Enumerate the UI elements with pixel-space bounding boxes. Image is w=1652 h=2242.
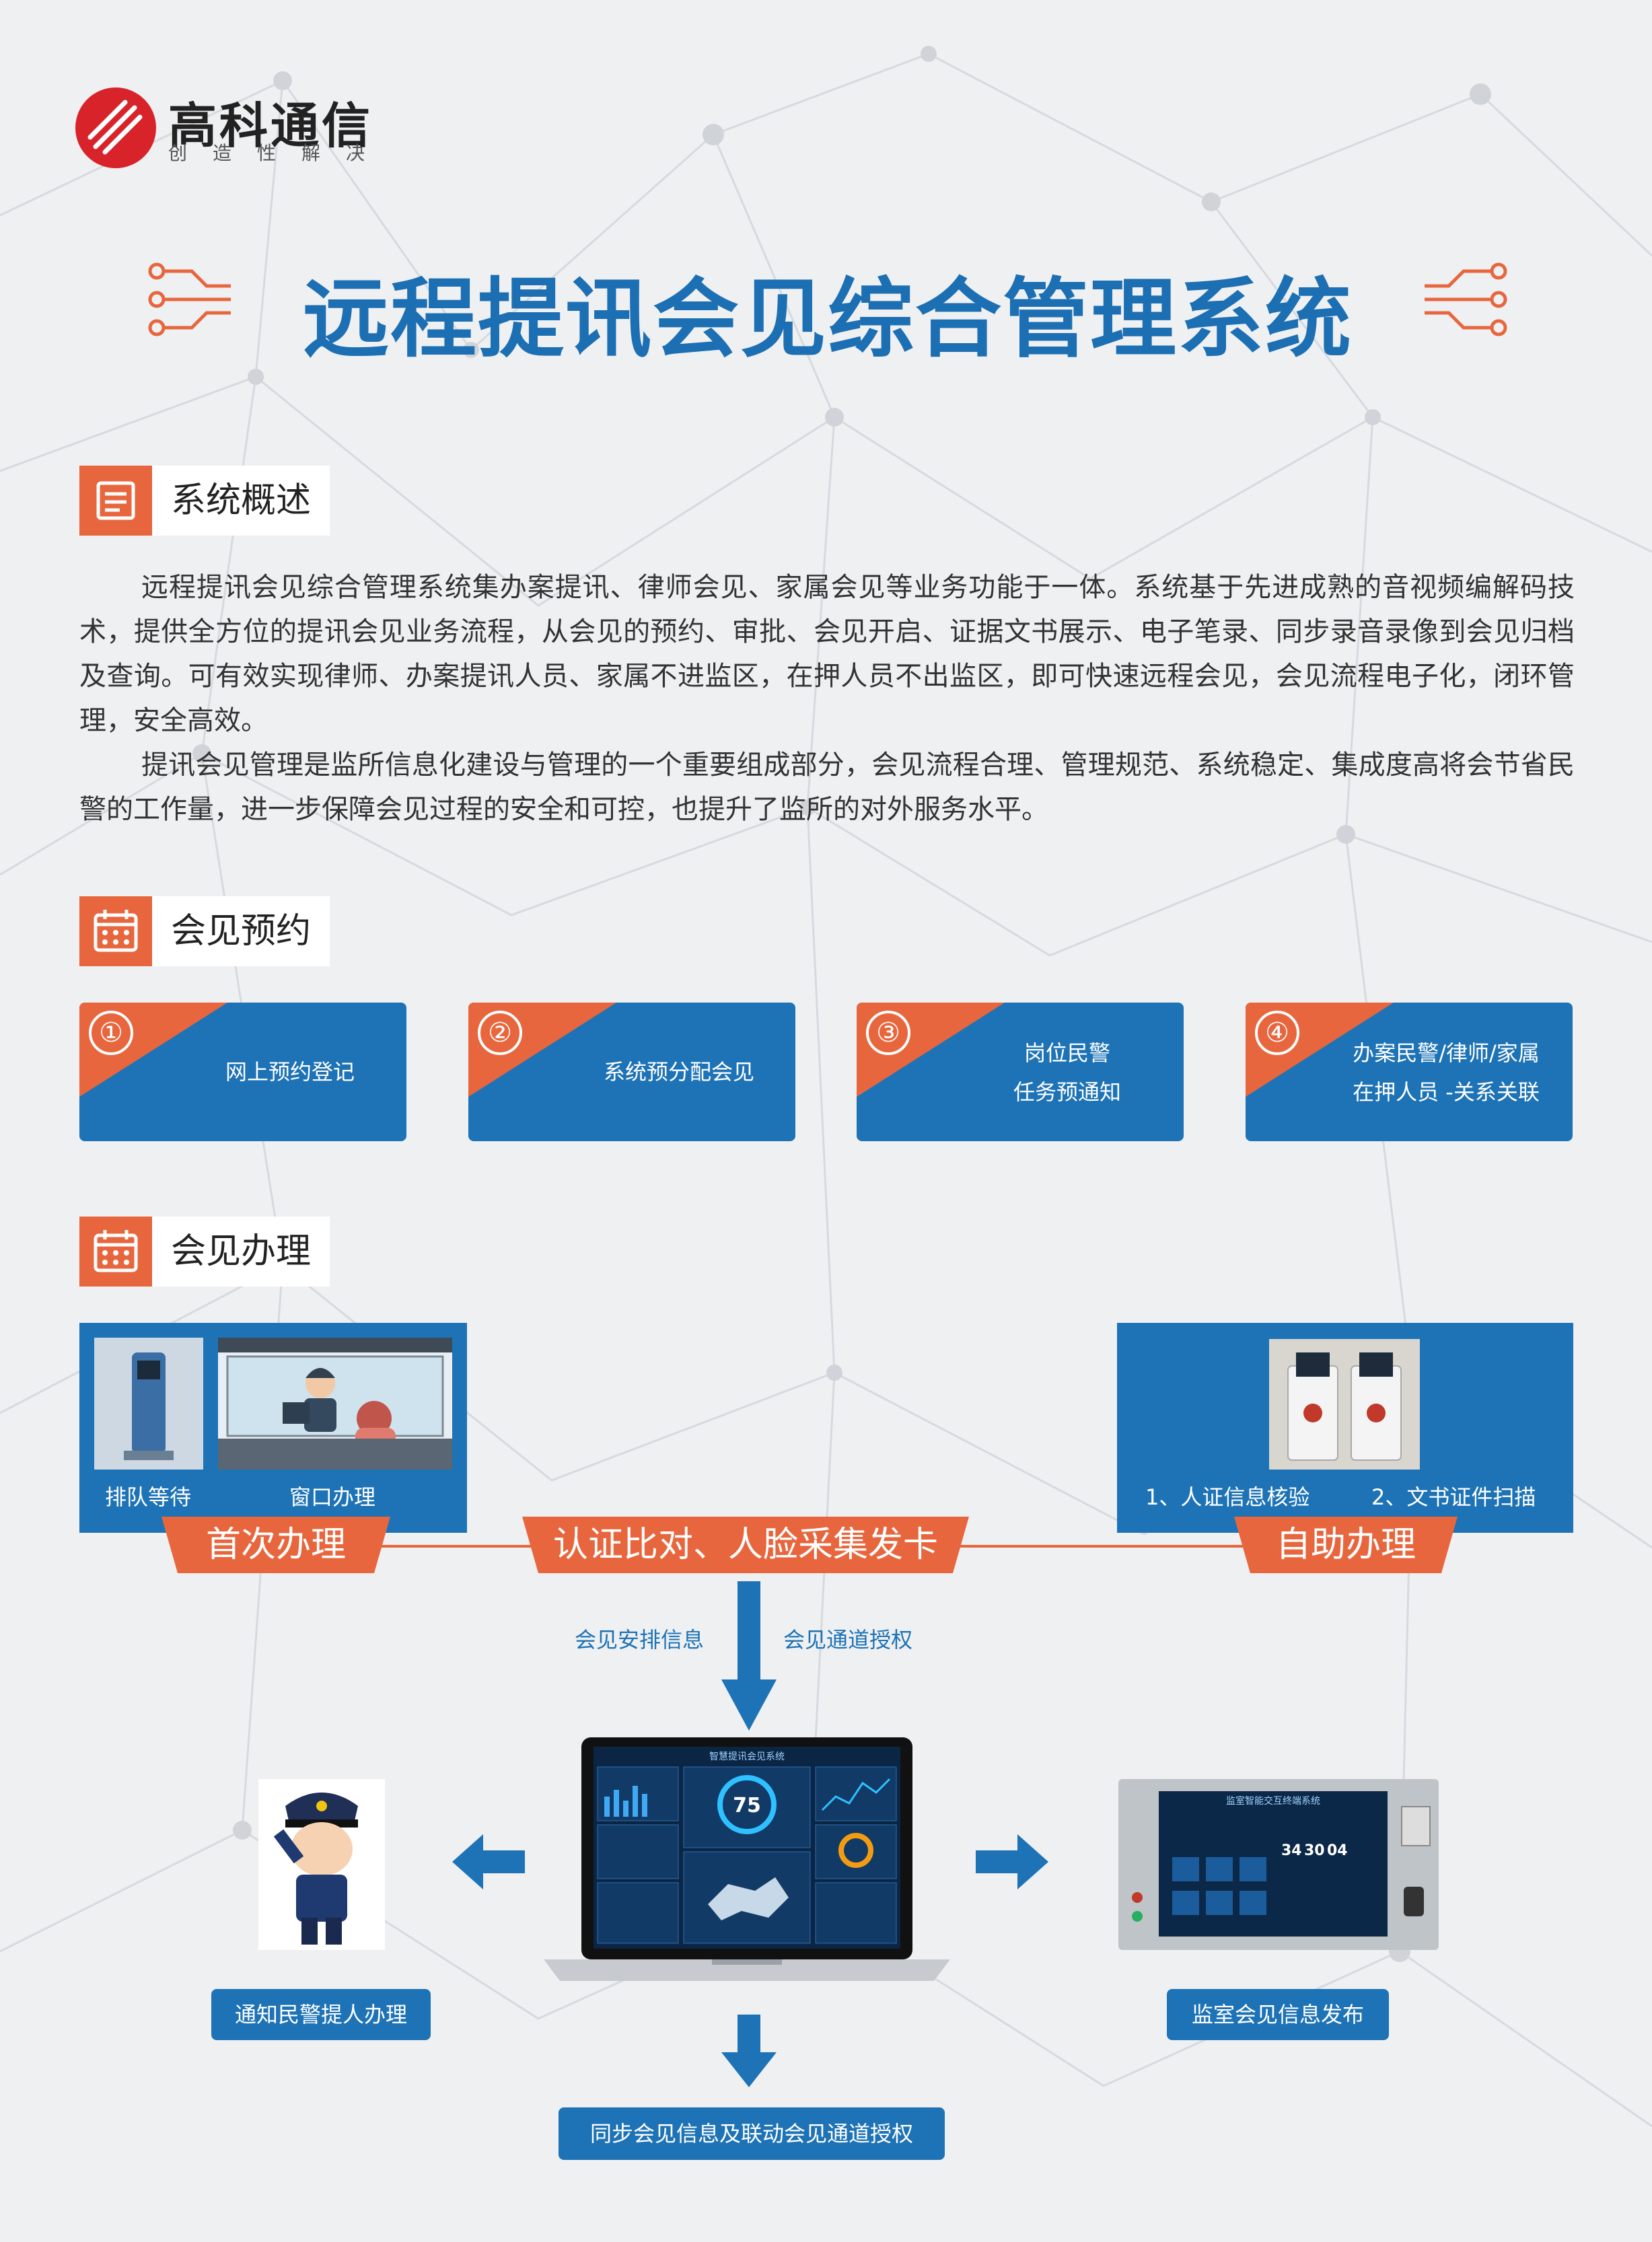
banner-shape <box>161 1517 390 1573</box>
police-officer-illustration <box>258 1779 385 1950</box>
self-service-kiosks-photo <box>1269 1339 1420 1470</box>
label-meeting-arrangement: 会见安排信息 <box>575 1627 705 1653</box>
booking-step-2: ② 系统预分配会见 <box>468 1003 795 1141</box>
arrow-right-icon <box>976 1834 1048 1889</box>
caption-window: 窗口办理 <box>289 1484 376 1510</box>
arrow-down-icon <box>721 2015 777 2087</box>
step-text-line-2: 任务预通知 <box>1013 1079 1121 1105</box>
card-reader-icon <box>1401 1806 1431 1846</box>
booking-step-4: ④ 办案民警/律师/家属 在押人员 -关系关联 <box>1246 1003 1573 1141</box>
step-number: ① <box>89 1011 133 1055</box>
dashboard-graphics <box>597 1766 897 1944</box>
step-text-line-1: 岗位民警 <box>1023 1040 1110 1066</box>
booking-step-1: ① 网上预约登记 <box>79 1003 406 1141</box>
caption-id-verify: 1、人证信息核验 <box>1145 1484 1310 1510</box>
caption-queue: 排队等待 <box>105 1484 192 1510</box>
step-number: ② <box>478 1011 522 1055</box>
fingerprint-scanner-icon <box>1404 1887 1424 1916</box>
terminal-digit-1: 34 <box>1281 1842 1302 1859</box>
cell-terminal-device: 监室智能交互终端系统 34 30 04 <box>1118 1779 1439 1950</box>
label-channel-authorization: 会见通道授权 <box>783 1627 913 1653</box>
calendar-icon <box>79 1217 152 1287</box>
status-led-green-icon <box>1132 1911 1143 1922</box>
step-text-line-2: 在押人员 -关系关联 <box>1353 1079 1540 1105</box>
arrow-down-icon <box>721 1581 777 1731</box>
step-text-line-1: 办案民警/律师/家属 <box>1353 1040 1540 1066</box>
terminal-display: 监室智能交互终端系统 34 30 04 <box>1159 1791 1388 1937</box>
terminal-title: 监室智能交互终端系统 <box>1226 1796 1320 1807</box>
terminal-digit-2: 30 <box>1304 1842 1325 1859</box>
step-text: 系统预分配会见 <box>603 1059 754 1085</box>
status-led-red-icon <box>1132 1892 1143 1903</box>
dashboard-title: 智慧提讯会见系统 <box>709 1751 785 1762</box>
title-circuit-right-icon <box>1425 262 1507 336</box>
overview-paragraph-1: 远程提讯会见综合管理系统集办案提讯、律师会见、家属会见等业务功能于一体。系统基于… <box>79 572 1575 736</box>
step-text: 网上预约登记 <box>225 1059 355 1085</box>
section-heading-overview: 系统概述 <box>152 466 330 536</box>
output-sync-authorize: 同步会见信息及联动会见通道授权 <box>559 2107 945 2160</box>
banner-shape <box>1234 1517 1458 1573</box>
brand-slogan: 创造性解决 <box>168 142 391 164</box>
output-cell-publish: 监室会见信息发布 <box>1167 1989 1389 2040</box>
banner-shape <box>522 1517 969 1573</box>
overview-paragraph-2: 提讯会见管理是监所信息化建设与管理的一个重要组成部分，会见流程合理、管理规范、系… <box>79 750 1575 825</box>
banner-first-time: 首次办理 <box>205 1525 346 1565</box>
window-service-illustration <box>218 1338 452 1470</box>
self-service-panel: 1、人证信息核验 2、文书证件扫描 <box>1117 1323 1573 1533</box>
booking-step-3: ③ 岗位民警 任务预通知 <box>857 1003 1184 1141</box>
laptop-screen: 智慧提讯会见系统 75 <box>581 1737 912 1959</box>
output-notify-police: 通知民警提人办理 <box>211 1989 431 2040</box>
terminal-graphics <box>1172 1857 1266 1915</box>
terminal-digit-3: 04 <box>1327 1842 1348 1859</box>
document-icon <box>79 466 152 536</box>
first-time-panel: 排队等待 窗口办理 <box>79 1323 467 1533</box>
dashboard-gauge-value: 75 <box>733 1794 761 1817</box>
section-heading-handling: 会见办理 <box>152 1217 330 1287</box>
title-circuit-left-icon <box>148 262 231 336</box>
step-number: ③ <box>866 1011 910 1055</box>
section-heading-booking: 会见预约 <box>152 896 330 966</box>
arrow-left-icon <box>452 1834 525 1889</box>
page-title: 远程提讯会见综合管理系统 <box>302 269 1353 369</box>
caption-doc-scan: 2、文书证件扫描 <box>1371 1484 1536 1510</box>
banner-self-service: 自助办理 <box>1275 1525 1416 1565</box>
banner-authentication: 认证比对、人脸采集发卡 <box>552 1525 938 1565</box>
brand-name: 高科通信 <box>168 98 373 154</box>
dashboard-display: 智慧提讯会见系统 75 <box>594 1747 900 1949</box>
brand-logo-icon <box>75 87 156 168</box>
queue-kiosk-photo <box>94 1338 203 1470</box>
laptop-base <box>544 1959 950 1981</box>
step-number: ④ <box>1255 1011 1299 1055</box>
calendar-icon <box>79 896 152 966</box>
